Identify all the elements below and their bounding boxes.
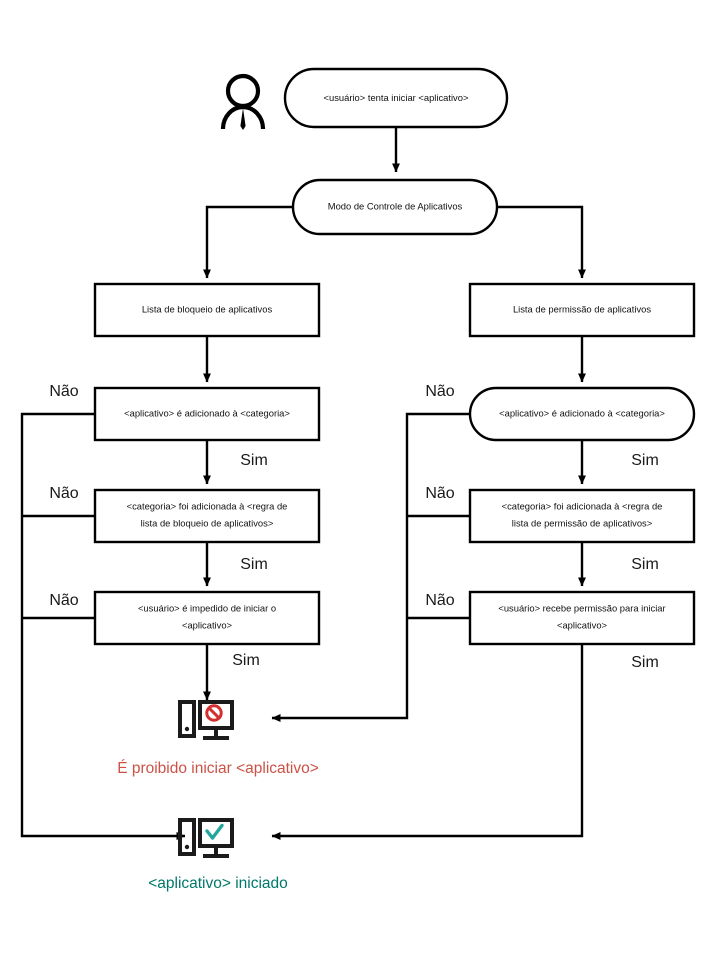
node-deny-app-in-category-label: <aplicativo> é adicionado à <categoria> bbox=[124, 407, 290, 418]
label-nao-allow-rule: Não bbox=[425, 485, 454, 502]
node-deny-category-in-rule[interactable]: <categoria> foi adicionada à <regra de l… bbox=[93, 488, 321, 544]
label-nao-deny-user: Não bbox=[49, 592, 78, 609]
label-sim-deny-rule: Sim bbox=[240, 556, 268, 573]
blocked-outcome-caption: É proibido iniciar <aplicativo> bbox=[117, 760, 319, 777]
edge-allow-user-sim-to-started bbox=[271, 644, 584, 840]
label-nao-allow-user: Não bbox=[425, 592, 454, 609]
node-allow-category-in-rule[interactable]: <categoria> foi adicionada à <regra de l… bbox=[468, 488, 696, 544]
computer-blocked-icon bbox=[178, 700, 234, 740]
node-control-mode[interactable]: Modo de Controle de Aplicativos bbox=[291, 178, 499, 236]
user-actor-icon bbox=[220, 73, 266, 130]
label-nao-deny-rule: Não bbox=[49, 485, 78, 502]
started-outcome-caption: <aplicativo> iniciado bbox=[148, 875, 288, 892]
node-deny-user-blocked-label-2: <aplicativo> bbox=[182, 619, 233, 630]
node-allow-category-in-rule-label-1: <categoria> foi adicionada à <regra de bbox=[502, 500, 663, 511]
node-allow-category-in-rule-label-2: lista de permissão de aplicativos> bbox=[512, 517, 653, 528]
label-sim-deny-category: Sim bbox=[240, 452, 268, 469]
node-deny-user-blocked[interactable]: <usuário> é impedido de iniciar o <aplic… bbox=[93, 590, 321, 646]
label-sim-allow-user: Sim bbox=[631, 654, 659, 671]
node-allow-list-label: Lista de permissão de aplicativos bbox=[513, 303, 651, 314]
node-deny-list-label: Lista de bloqueio de aplicativos bbox=[142, 303, 273, 314]
node-deny-user-blocked-label-1: <usuário> é impedido de iniciar o bbox=[138, 602, 276, 613]
node-start-label: <usuário> tenta iniciar <aplicativo> bbox=[324, 92, 469, 103]
label-nao-deny-category: Não bbox=[49, 383, 78, 400]
node-allow-user-permitted-label-1: <usuário> recebe permissão para iniciar bbox=[498, 602, 665, 613]
label-sim-allow-category: Sim bbox=[631, 452, 659, 469]
node-control-mode-label: Modo de Controle de Aplicativos bbox=[328, 200, 463, 211]
node-deny-category-in-rule-label-2: lista de bloqueio de aplicativos> bbox=[141, 517, 274, 528]
computer-allowed-icon bbox=[178, 818, 234, 858]
node-start[interactable]: <usuário> tenta iniciar <aplicativo> bbox=[283, 67, 509, 129]
edge-allow-trunk-to-blocked bbox=[271, 412, 470, 722]
node-allow-app-in-category[interactable]: <aplicativo> é adicionado à <categoria> bbox=[468, 386, 696, 442]
edge-mode-to-denylist bbox=[203, 205, 293, 279]
label-sim-allow-rule: Sim bbox=[631, 556, 659, 573]
node-deny-category-in-rule-label-1: <categoria> foi adicionada à <regra de bbox=[127, 500, 288, 511]
label-nao-allow-category: Não bbox=[425, 383, 454, 400]
node-allow-user-permitted-label-2: <aplicativo> bbox=[557, 619, 608, 630]
edge-deny-trunk-to-started bbox=[20, 412, 186, 840]
node-allow-app-in-category-label: <aplicativo> é adicionado à <categoria> bbox=[499, 407, 665, 418]
edge-mode-to-allowlist bbox=[497, 205, 586, 279]
node-allow-list[interactable]: Lista de permissão de aplicativos bbox=[468, 282, 696, 338]
node-deny-app-in-category[interactable]: <aplicativo> é adicionado à <categoria> bbox=[93, 386, 321, 442]
label-sim-deny-user: Sim bbox=[232, 652, 260, 669]
node-deny-list[interactable]: Lista de bloqueio de aplicativos bbox=[93, 282, 321, 338]
node-allow-user-permitted[interactable]: <usuário> recebe permissão para iniciar … bbox=[468, 590, 696, 646]
